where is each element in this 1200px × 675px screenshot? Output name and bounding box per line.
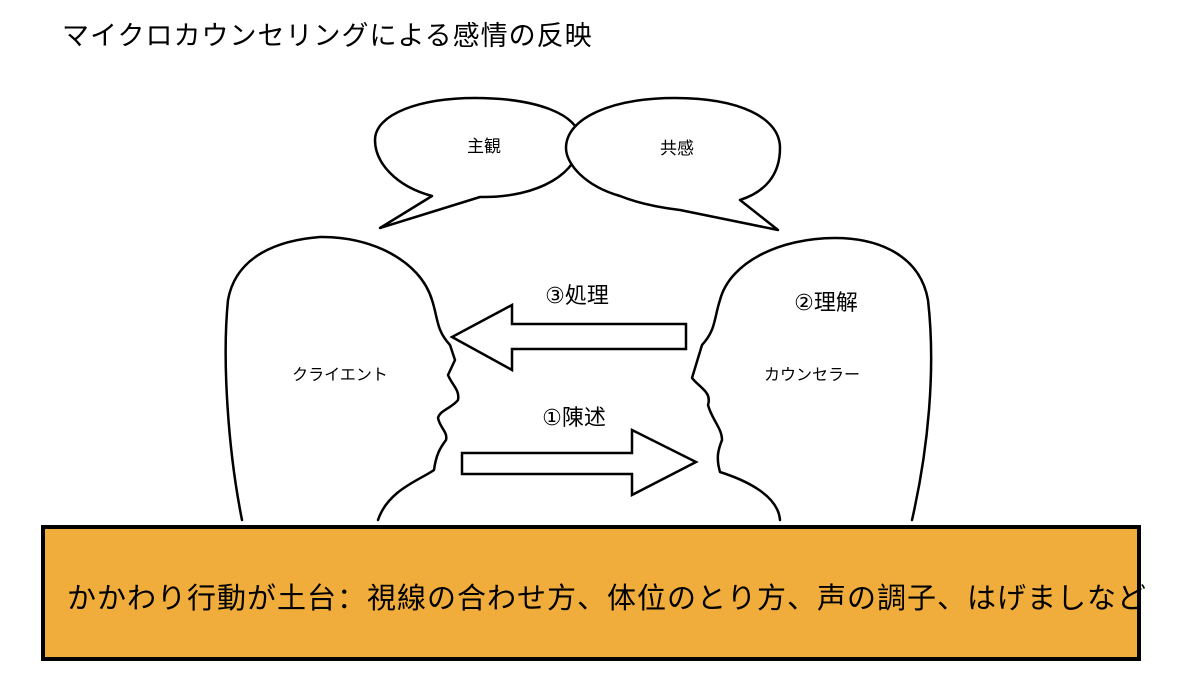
processing-arrow (449, 302, 688, 373)
bubble-label-empathy: 共感 (660, 139, 694, 159)
statement-arrow (460, 427, 699, 498)
counselor-head (690, 236, 933, 522)
client-label: クライエント (292, 365, 388, 384)
client-head (224, 235, 460, 522)
speech-bubble-left (373, 96, 582, 230)
foundation-box: かかわり行動が土台：視線の合わせ方、体位のとり方、声の調子、はげましなど (41, 525, 1146, 661)
speech-bubble-right (564, 96, 782, 232)
step-statement-label: ①陳述 (542, 406, 606, 431)
step-processing-label: ③処理 (545, 284, 609, 309)
diagram-title: マイクロカウンセリングによる感情の反映 (62, 21, 593, 52)
counselor-label: カウンセラー (764, 365, 860, 384)
bubble-label-subjective: 主観 (467, 137, 501, 157)
step-understanding-label: ②理解 (794, 291, 858, 316)
foundation-text: かかわり行動が土台：視線の合わせ方、体位のとり方、声の調子、はげましなど (67, 581, 1148, 615)
